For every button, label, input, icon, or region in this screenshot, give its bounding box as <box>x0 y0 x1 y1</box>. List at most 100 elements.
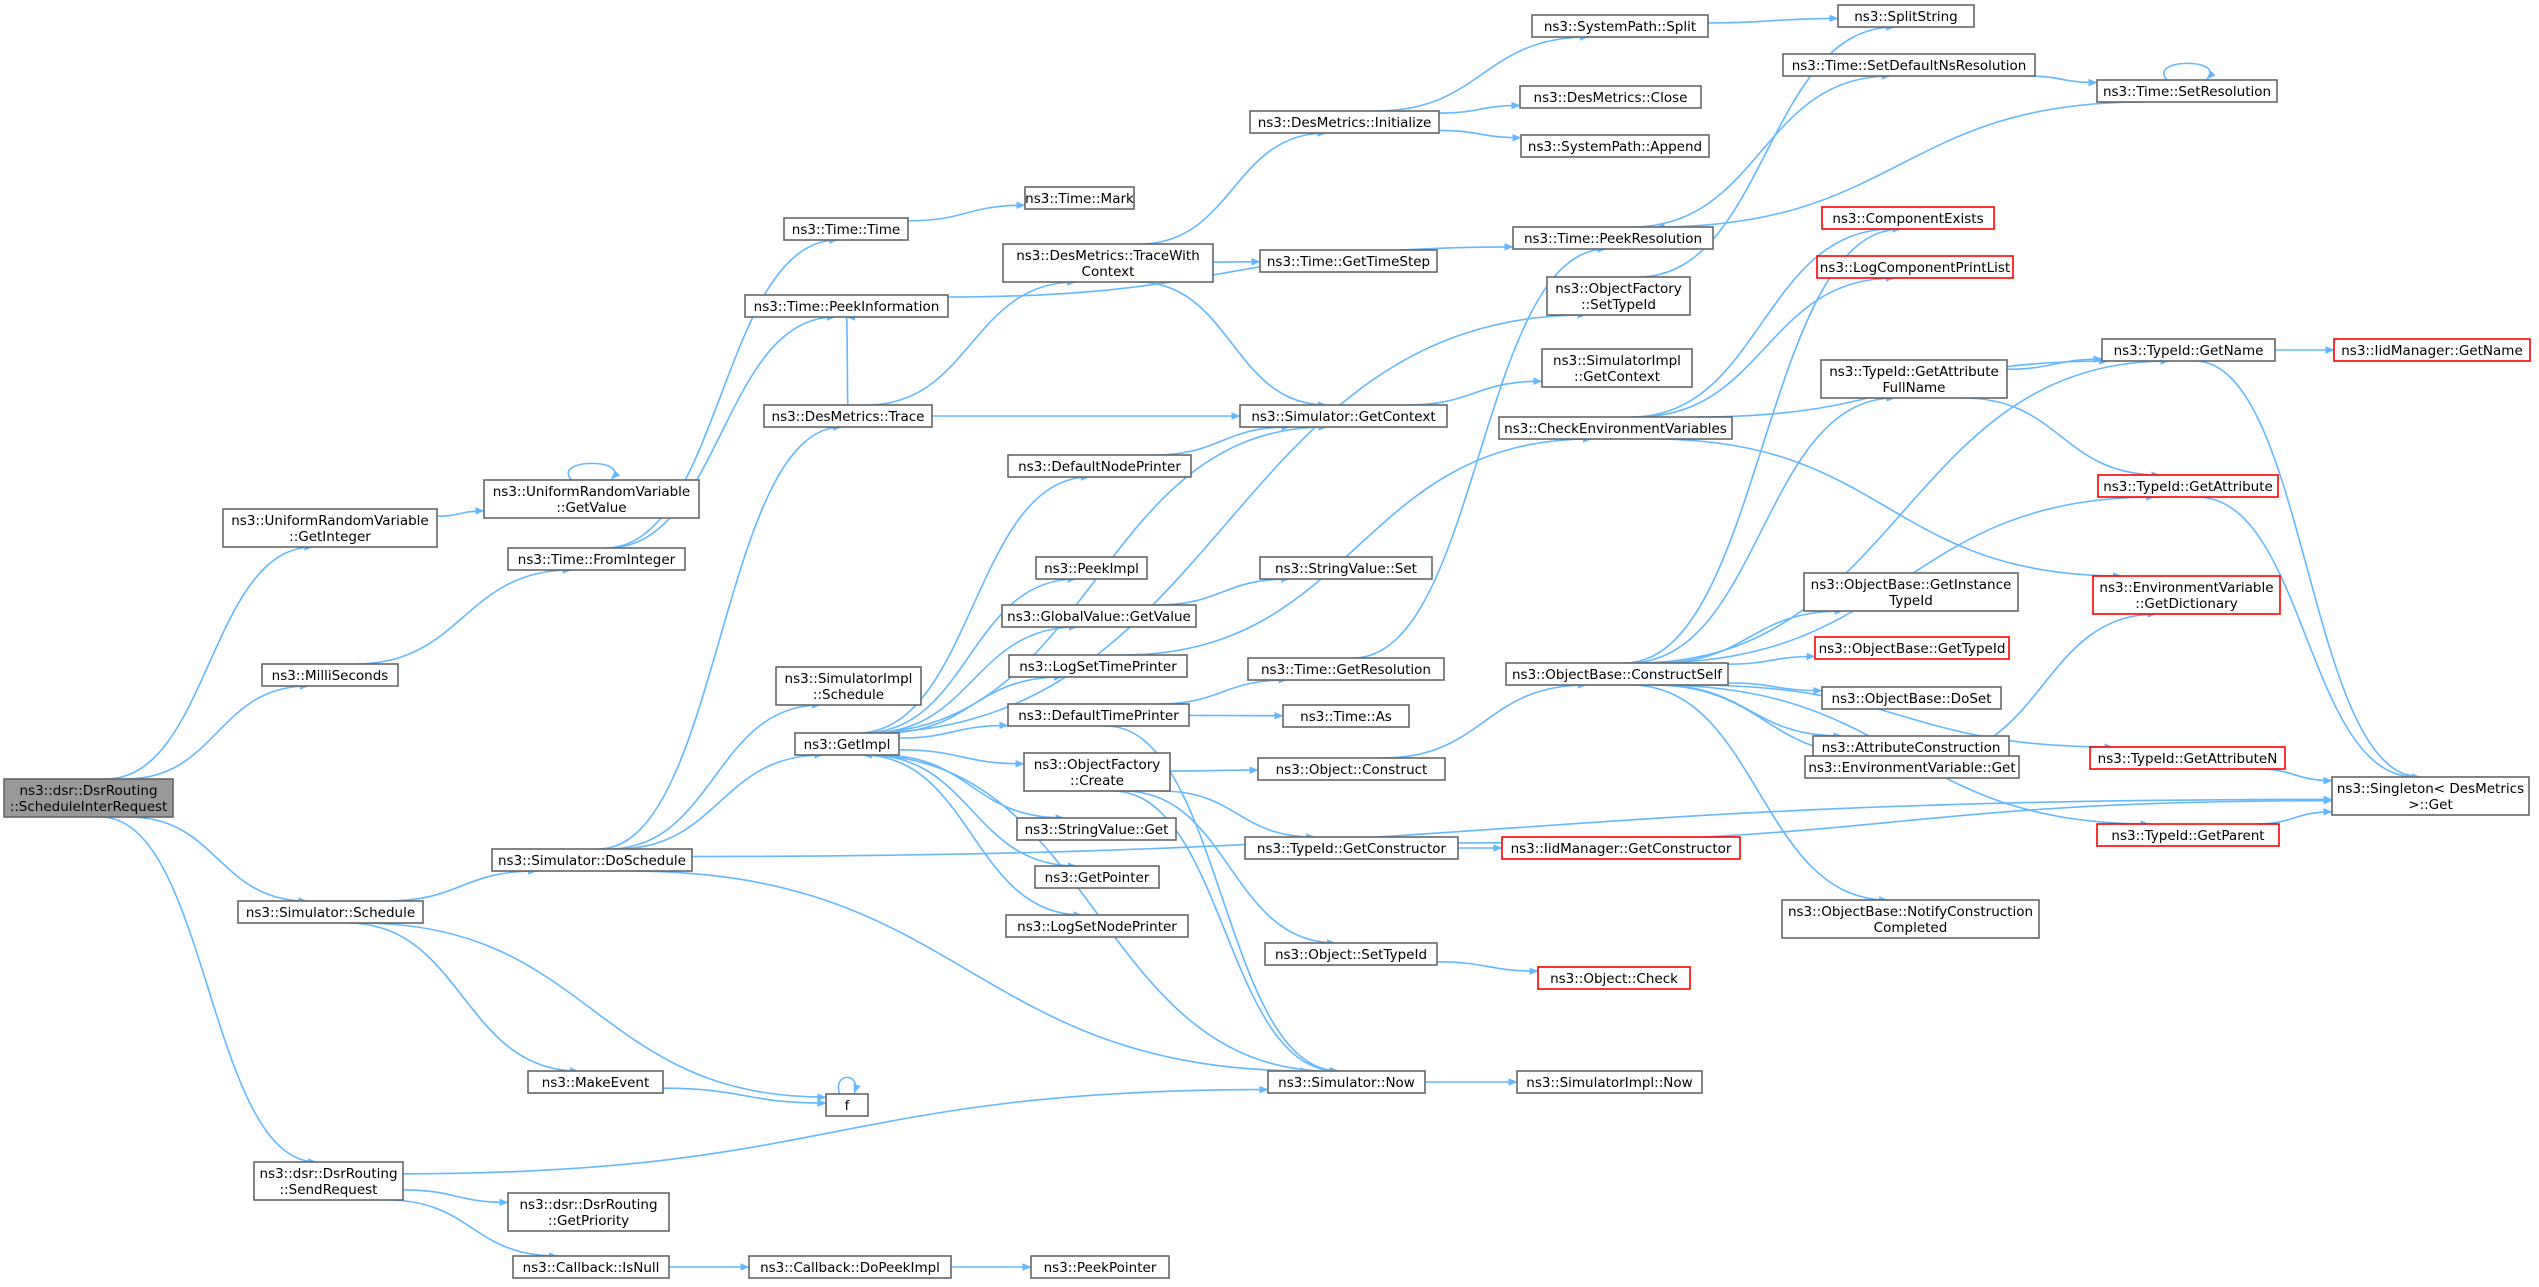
node-label: ns3::CheckEnvironmentVariables <box>1504 421 1727 437</box>
node-logsettimeprinter[interactable]: ns3::LogSetTimePrinter <box>1008 654 1188 678</box>
node-callback_isnull[interactable]: ns3::Callback::IsNull <box>512 1255 670 1279</box>
node-getimpl[interactable]: ns3::GetImpl <box>794 732 900 756</box>
node-typeid_getattributen[interactable]: ns3::TypeId::GetAttributeN <box>2089 746 2286 770</box>
node-time_time[interactable]: ns3::Time::Time <box>783 217 909 241</box>
node-time_peekresolution[interactable]: ns3::Time::PeekResolution <box>1512 226 1714 250</box>
node-urv_getvalue[interactable]: ns3::UniformRandomVariable::GetValue <box>483 479 700 519</box>
node-label: ns3::Time::PeekInformation <box>754 299 940 315</box>
edge-root-to-simulator_schedule <box>128 816 308 905</box>
node-simulator_doschedule[interactable]: ns3::Simulator::DoSchedule <box>491 848 693 872</box>
edge-globalvalue_getvalue-to-stringvalue_set <box>1155 575 1290 606</box>
node-simulator_now[interactable]: ns3::Simulator::Now <box>1267 1070 1426 1094</box>
edge-time_frominteger-to-time_time <box>604 236 839 549</box>
node-simulatorimpl_getcontext[interactable]: ns3::SimulatorImpl::GetContext <box>1541 348 1693 388</box>
node-simulatorimpl_now[interactable]: ns3::SimulatorImpl::Now <box>1516 1070 1703 1094</box>
node-typeid_getattribute[interactable]: ns3::TypeId::GetAttribute <box>2097 474 2279 498</box>
node-label: ns3::Time::PeekResolution <box>1524 231 1702 247</box>
node-logcomponentprintlist[interactable]: ns3::LogComponentPrintList <box>1816 255 2014 279</box>
node-time_setresolution[interactable]: ns3::Time::SetResolution <box>2096 79 2278 103</box>
node-label: ns3::Time::GetResolution <box>1261 662 1431 678</box>
node-time_frominteger[interactable]: ns3::Time::FromInteger <box>507 547 686 571</box>
edge-getimpl-to-objectfactory_settypeid <box>865 311 1587 734</box>
node-objectbase_notifyconstructioncompleted[interactable]: ns3::ObjectBase::NotifyConstructionCompl… <box>1781 899 2040 939</box>
node-box <box>1512 226 1714 250</box>
node-lognodeprinter[interactable]: ns3::LogSetNodePrinter <box>1005 914 1189 938</box>
node-time_getresolution[interactable]: ns3::Time::GetResolution <box>1247 657 1445 681</box>
node-callback_dopeekimpl[interactable]: ns3::Callback::DoPeekImpl <box>748 1255 952 1279</box>
node-typeid_getconstructor[interactable]: ns3::TypeId::GetConstructor <box>1244 836 1459 860</box>
node-makeevent[interactable]: ns3::MakeEvent <box>527 1070 664 1094</box>
node-simulator_schedule[interactable]: ns3::Simulator::Schedule <box>237 900 424 924</box>
node-label: ns3::PeekImpl <box>1044 561 1139 577</box>
node-globalvalue_getvalue[interactable]: ns3::GlobalValue::GetValue <box>1001 604 1197 628</box>
node-label: ns3::SystemPath::Split <box>1544 19 1696 35</box>
node-peekimpl[interactable]: ns3::PeekImpl <box>1035 556 1148 580</box>
node-objectbase_doset[interactable]: ns3::ObjectBase::DoSet <box>1821 686 2002 710</box>
node-typeid_getname[interactable]: ns3::TypeId::GetName <box>2101 338 2276 362</box>
node-singleton_get[interactable]: ns3::Singleton< DesMetrics >::Get <box>2331 776 2530 816</box>
node-object_check[interactable]: ns3::Object::Check <box>1537 966 1691 990</box>
node-box <box>2089 746 2286 770</box>
node-box <box>1023 752 1171 792</box>
node-objectbase_gettypeid[interactable]: ns3::ObjectBase::GetTypeId <box>1814 636 2010 660</box>
node-urv_getinteger[interactable]: ns3::UniformRandomVariable::GetInteger <box>222 508 438 548</box>
node-stringvalue_get[interactable]: ns3::StringValue::Get <box>1016 817 1177 841</box>
node-box <box>1782 53 2036 77</box>
node-simulatorimpl_schedule[interactable]: ns3::SimulatorImpl::Schedule <box>775 666 922 706</box>
edge-simulator_doschedule-to-desmetrics_trace <box>598 423 843 850</box>
edge-object_settypeid-to-object_check <box>1436 961 1539 975</box>
node-box <box>1804 755 2020 779</box>
node-label: ns3::Time::GetTimeStep <box>1267 254 1430 270</box>
node-object_construct[interactable]: ns3::Object::Construct <box>1257 757 1446 781</box>
node-getpointer[interactable]: ns3::GetPointer <box>1034 865 1160 889</box>
node-defaulttimeprinter[interactable]: ns3::DefaultTimePrinter <box>1007 703 1190 727</box>
node-time_mark[interactable]: ns3::Time::Mark <box>1024 186 1135 210</box>
node-componentexists[interactable]: ns3::ComponentExists <box>1821 206 1995 230</box>
node-label: ::SendRequest <box>280 1182 378 1198</box>
node-dsrrouting_getpriority[interactable]: ns3::dsr::DsrRouting::GetPriority <box>507 1192 670 1232</box>
node-environmentvariable_get[interactable]: ns3::EnvironmentVariable::Get <box>1804 755 2020 779</box>
node-time_setdefaultnsresolution[interactable]: ns3::Time::SetDefaultNsResolution <box>1782 53 2036 77</box>
edge-urv_getinteger-to-urv_getvalue <box>436 507 485 517</box>
node-label: ns3::Time::FromInteger <box>518 552 676 568</box>
node-iidmanager_getconstructor[interactable]: ns3::IidManager::GetConstructor <box>1501 836 1741 860</box>
node-box <box>1519 85 1702 109</box>
node-objectbase_constructself[interactable]: ns3::ObjectBase::ConstructSelf <box>1505 662 1729 686</box>
node-time_as[interactable]: ns3::Time::As <box>1282 704 1410 728</box>
node-objectfactory_settypeid[interactable]: ns3::ObjectFactory::SetTypeId <box>1546 276 1691 316</box>
node-systempath_append[interactable]: ns3::SystemPath::Append <box>1520 134 1710 158</box>
node-environmentvariable_getdictionary[interactable]: ns3::EnvironmentVariable::GetDictionary <box>2092 575 2281 615</box>
node-desmetrics_trace[interactable]: ns3::DesMetrics::Trace <box>763 404 933 428</box>
node-splitstring[interactable]: ns3::SplitString <box>1837 4 1975 28</box>
node-systempath_split[interactable]: ns3::SystemPath::Split <box>1531 14 1709 38</box>
node-defaultnodeprinter[interactable]: ns3::DefaultNodePrinter <box>1007 454 1192 478</box>
node-label: ns3::Simulator::Schedule <box>246 905 415 921</box>
node-dsrrouting_sendrequest[interactable]: ns3::dsr::DsrRouting::SendRequest <box>253 1161 404 1201</box>
edge-simulator_doschedule-to-singleton_get <box>691 795 2333 858</box>
node-f[interactable]: f <box>825 1093 869 1117</box>
node-label: ns3::TypeId::GetAttributeN <box>2098 751 2278 767</box>
node-object_settypeid[interactable]: ns3::Object::SetTypeId <box>1264 942 1438 966</box>
node-desmetrics_close[interactable]: ns3::DesMetrics::Close <box>1519 85 1702 109</box>
edge-logsettimeprinter-to-checkenvironmentvariables <box>1121 435 1593 656</box>
edge-milliseconds-to-time_frominteger <box>355 566 572 665</box>
node-time_peekinformation[interactable]: ns3::Time::PeekInformation <box>744 294 949 318</box>
node-simulator_getcontext[interactable]: ns3::Simulator::GetContext <box>1239 404 1448 428</box>
node-stringvalue_set[interactable]: ns3::StringValue::Set <box>1259 556 1433 580</box>
node-checkenvironmentvariables[interactable]: ns3::CheckEnvironmentVariables <box>1498 416 1733 440</box>
node-objectfactory_create[interactable]: ns3::ObjectFactory::Create <box>1023 752 1171 792</box>
node-root[interactable]: ns3::dsr::DsrRouting::ScheduleInterReque… <box>3 778 174 818</box>
node-desmetrics_initialize[interactable]: ns3::DesMetrics::Initialize <box>1249 110 1440 134</box>
node-milliseconds[interactable]: ns3::MilliSeconds <box>261 663 399 687</box>
node-typeid_getparent[interactable]: ns3::TypeId::GetParent <box>2096 823 2280 847</box>
node-time_gettimestep[interactable]: ns3::Time::GetTimeStep <box>1259 249 1438 273</box>
node-peekpointer[interactable]: ns3::PeekPointer <box>1030 1255 1170 1279</box>
node-label: ns3::ComponentExists <box>1832 211 1983 227</box>
node-label: >::Get <box>2408 797 2452 813</box>
node-label: ::Schedule <box>813 687 884 703</box>
edge-objectbase_constructself-to-objectbase_getinstancetypeid <box>1656 607 1844 664</box>
node-iidmanager_getname[interactable]: ns3::IidManager::GetName <box>2333 338 2531 362</box>
